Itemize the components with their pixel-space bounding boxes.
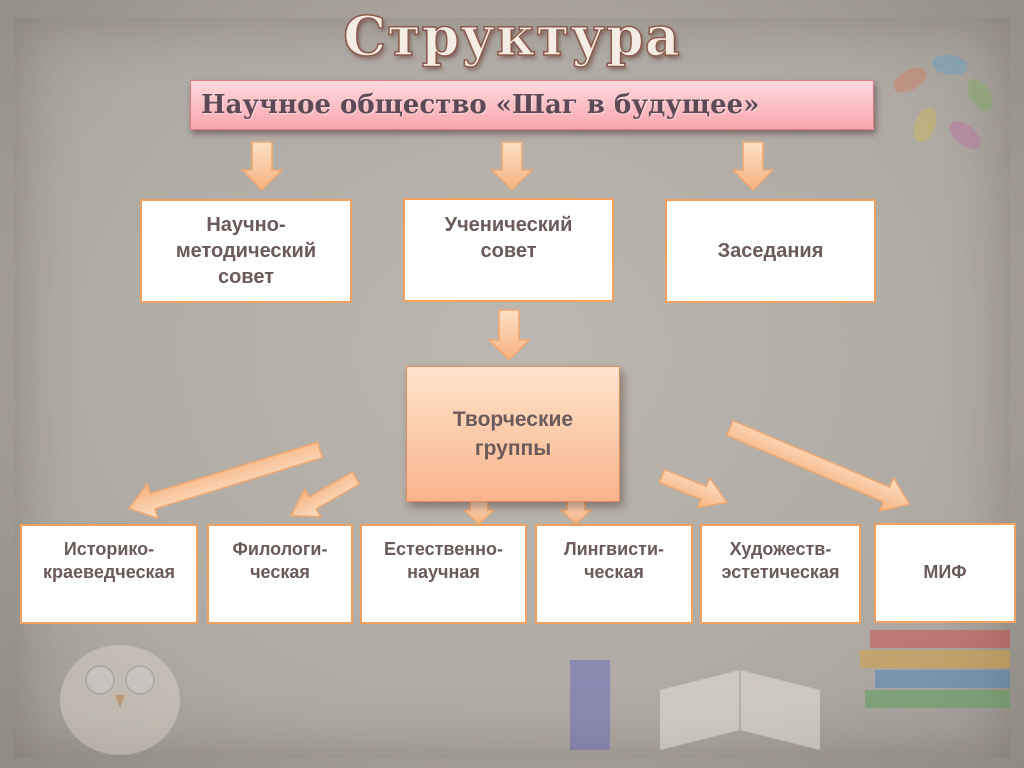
arrow-down-2 bbox=[490, 141, 534, 192]
arrow-to-philological bbox=[289, 470, 361, 518]
box-meetings: Заседания bbox=[665, 199, 876, 303]
arrow-down-groups bbox=[487, 309, 531, 362]
arrow-to-artistic bbox=[658, 468, 729, 509]
box-historical: Историко- краеведческая bbox=[20, 524, 198, 624]
box-methodical-council-label: Научно- методический совет bbox=[175, 214, 317, 288]
box-artistic: Художеств- эстетическая bbox=[700, 524, 861, 624]
box-linguistic-label: Лингвисти- ческая bbox=[563, 539, 665, 583]
decorative-owl-icon bbox=[60, 645, 180, 755]
decorative-books-icon bbox=[570, 630, 1010, 750]
box-student-council-label: Ученический совет bbox=[444, 214, 573, 262]
box-mif-label: МИФ bbox=[923, 562, 967, 583]
decorative-hands-icon bbox=[893, 54, 993, 149]
arrow-down-3 bbox=[731, 141, 775, 192]
box-philological-label: Филологи- ческая bbox=[232, 539, 328, 583]
arrow-down-1 bbox=[240, 141, 284, 192]
arrow-down-natural bbox=[462, 499, 496, 526]
box-creative-groups: Творческие группы bbox=[406, 366, 620, 502]
box-linguistic: Лингвисти- ческая bbox=[535, 524, 693, 624]
page-title: Структура bbox=[342, 3, 681, 69]
arrow-to-historical bbox=[127, 441, 324, 520]
box-methodical-council: Научно- методический совет bbox=[140, 199, 352, 303]
box-historical-label: Историко- краеведческая bbox=[42, 539, 176, 583]
root-box-label: Научное общество «Шаг в будущее» bbox=[201, 90, 760, 120]
box-natural-science: Естественно- научная bbox=[360, 524, 527, 624]
box-mif: МИФ bbox=[874, 523, 1016, 623]
box-philological: Филологи- ческая bbox=[207, 524, 353, 624]
root-box-society: Научное общество «Шаг в будущее» bbox=[190, 80, 874, 130]
arrow-to-mif bbox=[725, 419, 911, 513]
box-natural-science-label: Естественно- научная bbox=[383, 539, 503, 583]
box-creative-groups-label: Творческие группы bbox=[452, 407, 574, 460]
box-meetings-label: Заседания bbox=[717, 240, 824, 262]
box-student-council: Ученический совет bbox=[403, 198, 614, 302]
arrow-down-linguistic bbox=[559, 499, 593, 526]
box-artistic-label: Художеств- эстетическая bbox=[721, 539, 840, 583]
